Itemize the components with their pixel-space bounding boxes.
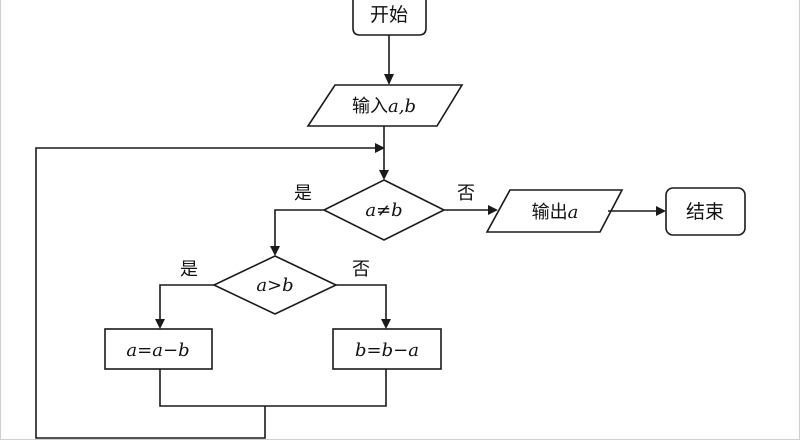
arrowhead	[656, 206, 666, 216]
cond1-no-label: 否	[457, 183, 475, 204]
merge-line	[159, 369, 387, 407]
cond1-yes-label: 是	[294, 183, 312, 204]
input-label: 输入a,b	[352, 96, 416, 117]
end-terminal: 结束	[665, 187, 746, 236]
loop-back-line	[35, 147, 378, 439]
arrowhead	[488, 205, 498, 215]
assign-a-rect	[104, 328, 213, 370]
start-label: 开始	[370, 4, 408, 26]
assign-b-label: b=b−a	[355, 340, 419, 361]
input-parallelogram	[306, 84, 464, 127]
decision1-diamond	[322, 179, 446, 241]
output-label: 输出a	[532, 202, 579, 223]
connector-cond2-yes	[159, 284, 214, 321]
assign-b-box: b=b−a	[332, 328, 442, 370]
arrowhead	[375, 143, 385, 153]
output-parallelogram	[485, 189, 624, 233]
decision2-label: a>b	[256, 275, 293, 296]
assign-a-label: a=a−b	[126, 340, 189, 361]
end-label: 结束	[686, 201, 724, 223]
arrowhead	[155, 319, 165, 329]
arrowhead	[384, 74, 394, 85]
arrowhead	[381, 319, 391, 329]
decision-a-gt-b: a>b	[212, 255, 338, 315]
cond2-yes-label: 是	[180, 259, 198, 280]
assign-a-box: a=a−b	[104, 328, 213, 370]
output-block: 输出a	[485, 189, 624, 233]
decision2-diamond	[212, 255, 338, 315]
arrowhead	[270, 246, 280, 256]
input-block: 输入a,b	[306, 84, 464, 127]
arrowhead	[379, 170, 389, 180]
decision-a-neq-b: a≠b	[322, 179, 446, 241]
connector-cond2-no	[336, 284, 387, 321]
assign-b-rect	[332, 328, 442, 370]
start-terminal: 开始	[352, 0, 427, 36]
connector-cond1-yes	[274, 209, 324, 248]
decision1-label: a≠b	[365, 200, 402, 221]
cond2-no-label: 否	[352, 259, 370, 280]
end-box	[665, 187, 746, 236]
